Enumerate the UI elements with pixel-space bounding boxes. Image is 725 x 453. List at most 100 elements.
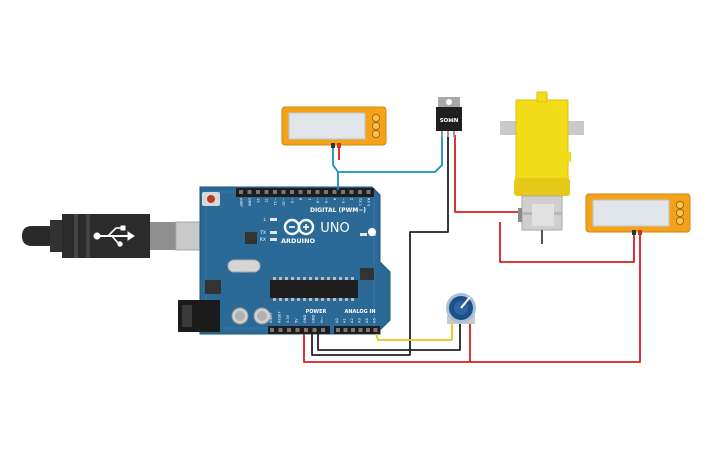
header-pin[interactable] [358,328,363,332]
header-pin[interactable] [351,328,355,332]
wire-red[interactable] [454,135,522,213]
header-pin[interactable] [295,328,300,332]
dc-barrel-jack-icon[interactable] [178,300,220,332]
power-pin-label: 5V [295,318,299,323]
led-l: L [263,217,277,223]
header-pin[interactable] [304,328,308,332]
analog-pin-label: A5 [373,318,377,323]
board-brand: ARDUINO [281,237,316,245]
header-pin[interactable] [239,190,243,194]
svg-text:TX: TX [259,230,266,236]
digital-pin-label: ~11 [273,198,277,206]
header-pin[interactable] [298,190,303,194]
header-pin[interactable] [324,190,328,194]
reset-button-icon[interactable] [202,192,220,206]
digital-pin-label: ~3 [341,198,345,203]
svg-text:RX: RX [260,237,266,243]
chip-pin [339,298,342,301]
multimeter-2[interactable] [585,193,691,235]
header-pin[interactable] [256,190,260,194]
digital-pin-label: ~5 [324,198,328,203]
header-pin[interactable] [366,190,371,194]
power-pin-label: RESET [278,311,282,323]
wire-red[interactable] [499,222,635,263]
header-pin[interactable] [307,190,311,194]
probe-terminal [337,143,341,148]
power-pin-label: IOREF [269,312,273,323]
chip-pin [321,277,324,280]
power-pin-label: Vin [320,317,324,323]
capacitor [231,307,249,325]
header-pin[interactable] [343,328,348,332]
header-pin[interactable] [341,190,345,194]
header-pin[interactable] [278,328,283,332]
potentiometer[interactable] [446,293,476,324]
digital-pin-label: 7 [307,198,311,200]
analog-pin-label: A4 [365,318,369,323]
analog-pin-label: A1 [343,318,347,323]
power-header-label: POWER [306,309,327,315]
chip-pin [345,298,348,301]
header-pin[interactable] [290,190,294,194]
digital-pin-label: 13 [256,198,260,203]
header-pin[interactable] [349,190,354,194]
dc-gear-motor[interactable] [500,91,584,244]
chip-pin [315,277,318,280]
multimeter-dial[interactable] [675,216,685,226]
header-pin[interactable] [247,190,252,194]
chip-pin [309,277,312,280]
wire-blue[interactable] [332,146,339,190]
header-pin[interactable] [332,190,337,194]
multimeter-1[interactable] [281,106,387,148]
multimeter-dial[interactable] [371,129,381,139]
header-pin[interactable] [281,190,286,194]
header-pin[interactable] [358,190,362,194]
wire-black[interactable] [317,322,461,351]
digital-pin-label: TX 1 [358,197,362,206]
header-pin[interactable] [264,190,269,194]
wire-blue[interactable] [338,135,443,173]
multimeter-display [288,112,366,140]
chip-pin [309,298,312,301]
capacitor [253,307,271,325]
nmos-transistor[interactable]: NMOS [436,97,462,137]
header-pin[interactable] [312,328,317,332]
header-pin[interactable] [321,328,325,332]
chip-pin [285,277,288,280]
header-pin[interactable] [373,328,378,332]
transistor-label: NMOS [440,116,459,122]
header-pin[interactable] [273,190,277,194]
usb-plug-icon[interactable] [22,214,207,258]
mounting-hole [368,228,376,236]
chip-pin [291,277,294,280]
multimeter-dial[interactable] [371,113,381,123]
multimeter-dial[interactable] [675,208,685,218]
chip-pin [297,277,300,280]
header-pin[interactable] [366,328,370,332]
multimeter-dial[interactable] [371,121,381,131]
header-pin[interactable] [315,190,320,194]
chip-pin [315,298,318,301]
digital-header[interactable] [236,188,374,197]
header-pin[interactable] [287,328,291,332]
header-pin[interactable] [336,328,340,332]
wire-black[interactable] [311,135,449,356]
svg-text:ON: ON [369,232,376,238]
chip-pin [345,277,348,280]
multimeter-dial[interactable] [675,200,685,210]
chip-pin [351,277,354,280]
digital-pin-label: ~10 [281,198,285,206]
atmega-chip [270,277,358,301]
header-pin[interactable] [270,328,274,332]
analog-header[interactable] [334,326,380,334]
chip-pin [273,298,276,301]
wire-red[interactable] [303,227,641,363]
chip-pin [303,298,306,301]
chip-pin [285,298,288,301]
wire-yellow[interactable] [375,322,453,341]
led-tx: TX [259,230,277,236]
power-pin-label: 3.3V [286,314,290,323]
